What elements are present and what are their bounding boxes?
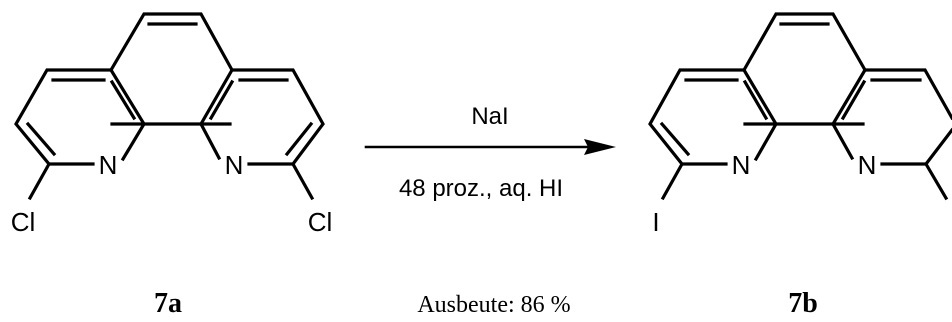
bond-double [25,121,57,157]
bond [230,68,325,166]
bond-substituent [27,161,52,201]
bond-double [659,121,691,157]
arrow-head [584,139,616,155]
atom-iodine: I [652,207,659,237]
bond-substituent [290,161,315,201]
bond [741,67,778,162]
atom-nitrogen: N [732,150,751,180]
reaction-arrow [364,139,616,155]
reagent-text: NaI [471,103,508,130]
reactant-structure: N N Cl Cl [11,12,333,237]
bond-double [208,79,235,121]
compound-label: 7b [788,288,818,319]
atom-nitrogen: N [858,150,877,180]
atom-chlorine: Cl [308,207,333,237]
bond [108,67,146,162]
bond [863,68,952,121]
bond-substituent [660,161,685,201]
atom-nitrogen: N [225,150,244,180]
bond [648,68,746,166]
bond [741,12,868,73]
atom-chlorine: Cl [11,207,36,237]
bond [880,127,952,166]
product-structure: N N I [648,12,952,237]
compound-label: 7a [154,288,182,319]
bond-double [742,79,769,121]
conditions-text: 48 proz., aq. HI [399,175,563,202]
bond-substituent [923,161,949,201]
atom-nitrogen: N [99,150,118,180]
bond [14,68,113,166]
yield-text: Ausbeute: 86 % [417,292,570,318]
bond-double [109,79,137,121]
bond [831,67,868,161]
bond [199,67,235,161]
bond-double [284,121,314,157]
bond-double [840,79,867,121]
bond [108,12,235,73]
